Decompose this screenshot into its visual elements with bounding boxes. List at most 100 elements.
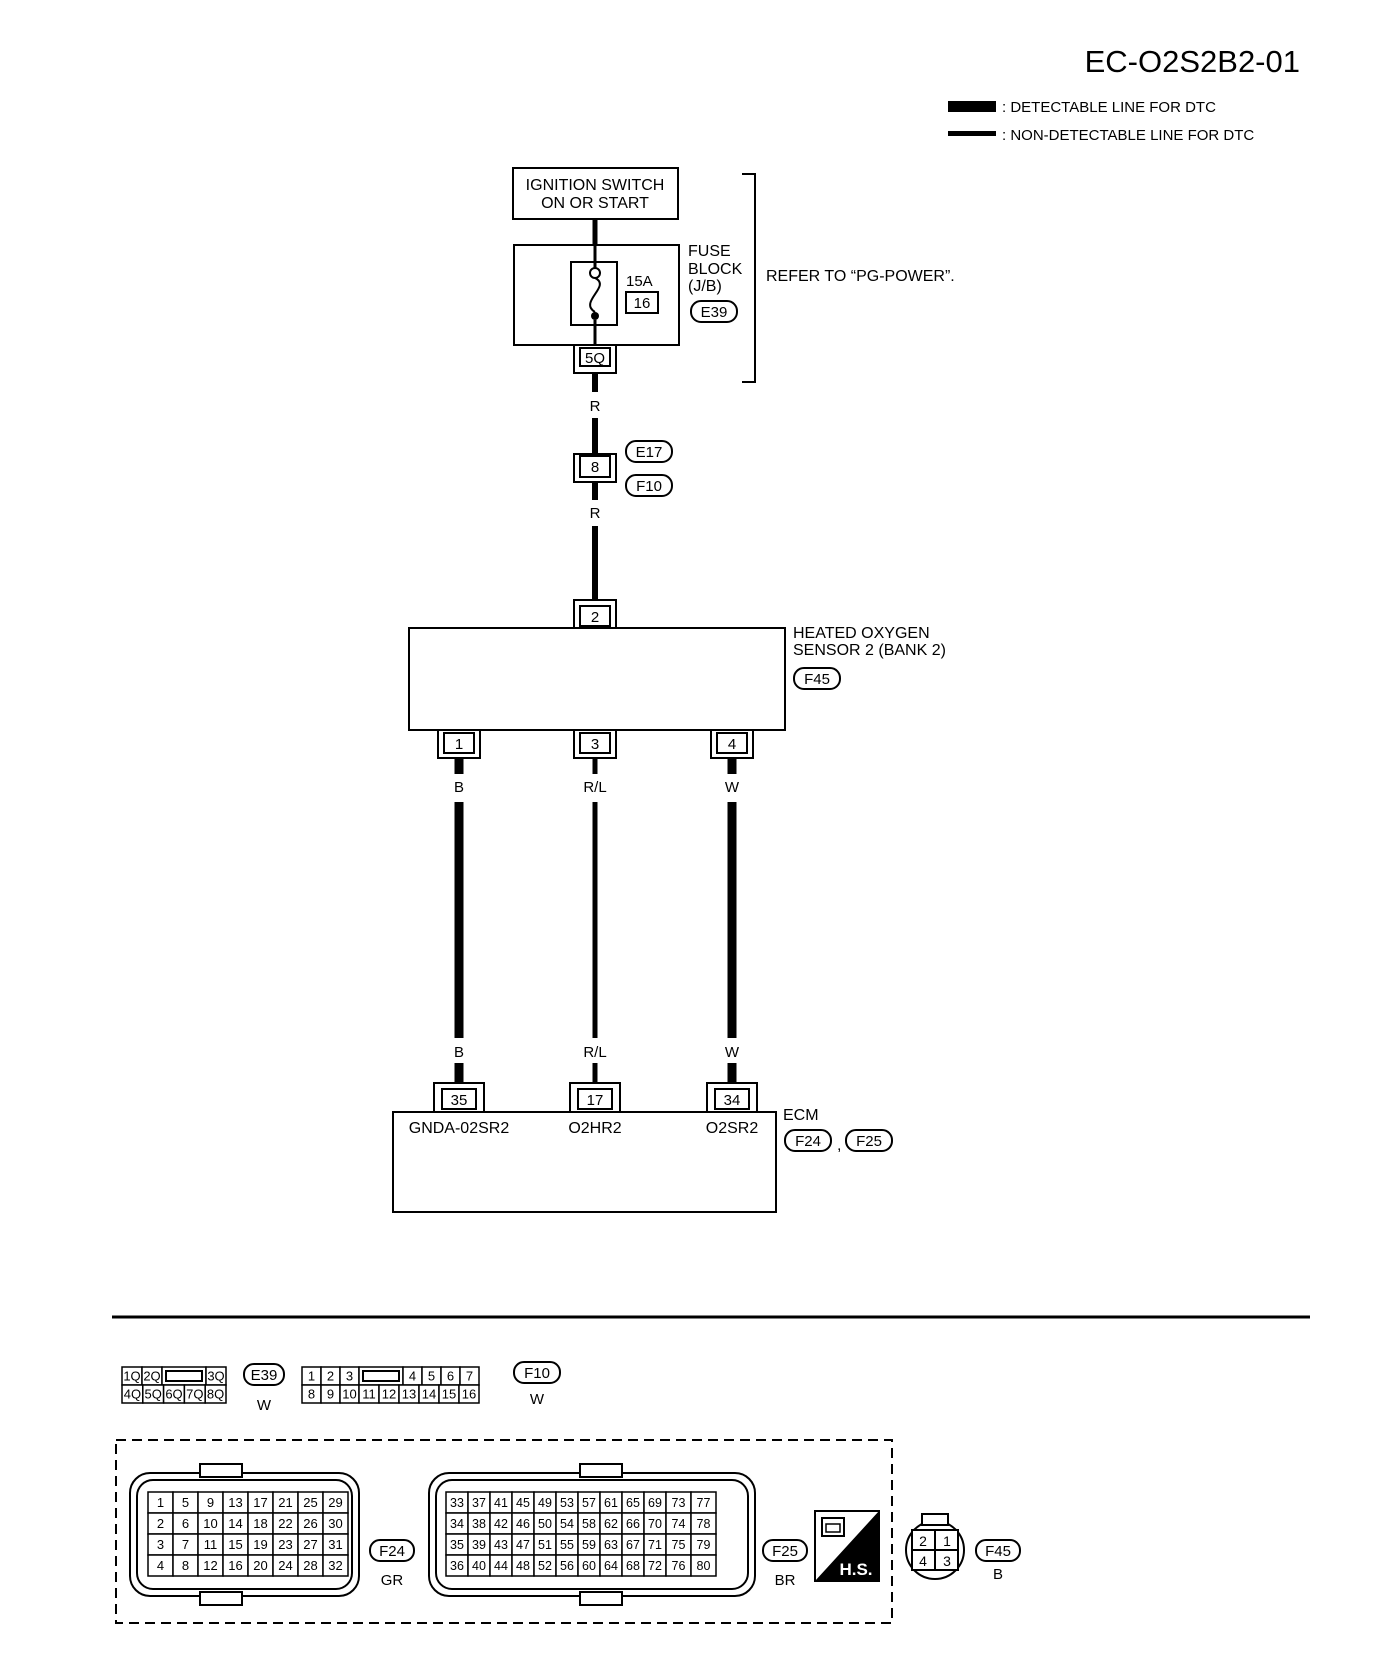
f24-pin-12: 12 (203, 1558, 217, 1573)
f10-pin-1: 1 (308, 1369, 315, 1384)
f25-pin-45: 45 (516, 1496, 530, 1510)
f24-pin-15: 15 (228, 1537, 242, 1552)
connector-f45-oval (975, 1539, 1021, 1562)
connector-f24-housing (129, 1463, 360, 1606)
sensor-connector-oval (793, 667, 841, 690)
f24-pin-26: 26 (303, 1516, 317, 1531)
f10-pin-12: 12 (382, 1387, 396, 1402)
f24-pin-24: 24 (278, 1558, 292, 1573)
connector-f25-code: F25 (772, 1543, 798, 1560)
f25-pin-35: 35 (450, 1538, 464, 1552)
f25-pin-60: 60 (582, 1559, 596, 1573)
refer-text: REFER TO “PG-POWER”. (766, 268, 955, 285)
e39-pin-1Q: 1Q (123, 1369, 140, 1384)
f25-pin-36: 36 (450, 1559, 464, 1573)
f24-pin-17: 17 (253, 1495, 267, 1510)
f10-pin-9: 9 (327, 1387, 334, 1402)
f25-pin-65: 65 (626, 1496, 640, 1510)
fuse-connector-oval (690, 300, 738, 323)
f25-pin-67: 67 (626, 1538, 640, 1552)
f25-pin-62: 62 (604, 1517, 618, 1531)
connector-key (165, 1370, 203, 1382)
connector-f10-color: W (530, 1391, 545, 1408)
f25-pin-71: 71 (648, 1538, 662, 1552)
wire-color-b-top: B (454, 779, 464, 796)
f24-pin-28: 28 (303, 1558, 317, 1573)
fuse-number-box (625, 291, 659, 314)
ecm-connector2-oval (845, 1129, 893, 1152)
f10-pin-15: 15 (442, 1387, 456, 1402)
legend: : DETECTABLE LINE FOR DTC : NON-DETECTAB… (948, 99, 1254, 144)
f10-pin-8: 8 (308, 1387, 315, 1402)
f24-pin-16: 16 (228, 1558, 242, 1573)
f24-pin-32: 32 (328, 1558, 342, 1573)
f25-pin-80: 80 (697, 1559, 711, 1573)
joint-connector-top-oval (625, 440, 673, 463)
f24-pin-6: 6 (182, 1516, 189, 1531)
sensor-label1: HEATED OXYGEN (793, 625, 930, 642)
e39-pin-4Q: 4Q (124, 1387, 141, 1402)
legend-detectable-text: : DETECTABLE LINE FOR DTC (1002, 99, 1216, 116)
f24-pin-3: 3 (157, 1537, 164, 1552)
f24-pin-10: 10 (203, 1516, 217, 1531)
f24-pin-21: 21 (278, 1495, 292, 1510)
f25-pin-43: 43 (494, 1538, 508, 1552)
fuse-rating: 15A (626, 273, 653, 290)
f10-pin-3: 3 (346, 1369, 353, 1384)
f24-pin-8: 8 (182, 1558, 189, 1573)
f24-pin-14: 14 (228, 1516, 242, 1531)
f25-pin-39: 39 (472, 1538, 486, 1552)
ecm-pin-35-box (441, 1088, 477, 1110)
connector-f10-oval (513, 1361, 561, 1384)
e39-pin-8Q: 8Q (207, 1387, 224, 1402)
connector-e39-code: E39 (251, 1367, 278, 1384)
f24-pin-27: 27 (303, 1537, 317, 1552)
f24-pin-18: 18 (253, 1516, 267, 1531)
fuse-connector-code: E39 (701, 304, 728, 321)
f10-pin-14: 14 (422, 1387, 436, 1402)
f10-pin-6: 6 (447, 1369, 454, 1384)
f24-pin-5: 5 (182, 1495, 189, 1510)
ecm-pin-35: 35 (451, 1092, 468, 1109)
fuse-number: 16 (634, 295, 651, 312)
f10-pin-16: 16 (462, 1387, 476, 1402)
connector-f24-color: GR (381, 1572, 404, 1589)
connector-f24-oval (369, 1539, 415, 1562)
ecm-connector2: F25 (856, 1133, 882, 1150)
f24-pin-11: 11 (204, 1537, 218, 1552)
connector-f10-code: F10 (524, 1365, 550, 1382)
harness-side-icon (814, 1510, 880, 1582)
joint-connector-bottom-oval (625, 474, 673, 497)
f25-pin-73: 73 (672, 1496, 686, 1510)
fuse-element (589, 277, 601, 313)
connector-f24-code: F24 (379, 1543, 405, 1560)
f25-pin-53: 53 (560, 1496, 574, 1510)
connector-f25-color: BR (775, 1572, 796, 1589)
f10-pin-7: 7 (466, 1369, 473, 1384)
f24-pin-23: 23 (278, 1537, 292, 1552)
f25-pin-51: 51 (538, 1538, 552, 1552)
ignition-label-line2: ON OR START (541, 195, 649, 212)
f25-pin-33: 33 (450, 1496, 464, 1510)
wire-color-rl-top: R/L (583, 779, 606, 796)
terminal-5q-box (579, 347, 611, 367)
f24-pin-9: 9 (207, 1495, 214, 1510)
f25-pin-47: 47 (516, 1538, 530, 1552)
f25-pin-55: 55 (560, 1538, 574, 1552)
sensor-label2: SENSOR 2 (BANK 2) (793, 642, 946, 659)
sensor-pin-3-box (579, 732, 611, 754)
f25-pin-79: 79 (697, 1538, 711, 1552)
connector-f25-housing (428, 1463, 756, 1606)
fuse-terminal-bottom (591, 312, 599, 320)
f25-pin-38: 38 (472, 1517, 486, 1531)
sensor-pin-4-box (716, 732, 748, 754)
f24-pin-31: 31 (328, 1537, 342, 1552)
wire-color-r-1: R (590, 398, 601, 415)
joint-connector-bottom: F10 (636, 478, 662, 495)
sensor-pin-1: 1 (455, 736, 463, 753)
f10-pin-key-cell (358, 1366, 404, 1386)
sensor-pin-2-box (579, 605, 611, 627)
e39-pin-5Q: 5Q (145, 1387, 162, 1402)
fuse-block-label1: FUSE (688, 243, 731, 260)
